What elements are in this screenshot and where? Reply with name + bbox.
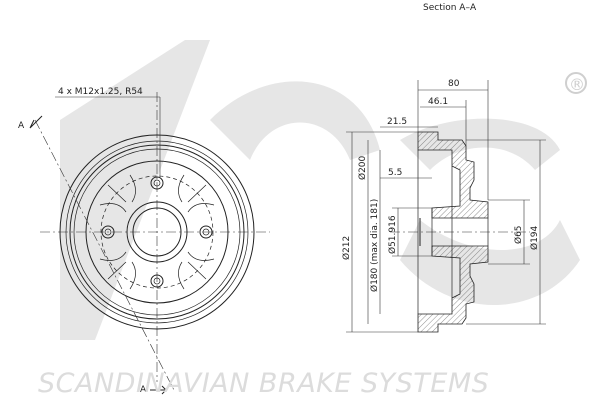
registered-mark: ®	[569, 75, 585, 94]
drum-braking-surface-inner	[73, 148, 241, 316]
section-title: Section A–A	[423, 3, 477, 13]
sbs-logo-watermark: ®	[60, 40, 587, 340]
hub-outer	[126, 201, 188, 263]
drum-ribs	[99, 174, 215, 290]
dim-width-80: 80	[448, 79, 460, 89]
cut-marker-top: A	[18, 121, 25, 131]
dim-dia-65: Ø65	[513, 225, 524, 244]
dim-dia-51: Ø51.916	[387, 215, 398, 254]
section-view: Section A–A	[390, 3, 530, 333]
dim-dia-180: Ø180 (max dia. 181)	[369, 199, 380, 292]
brand-watermark: SCANDINAVIAN BRAKE SYSTEMS	[38, 368, 489, 399]
drum-outer-rim	[59, 134, 255, 330]
front-view: A A 4 x M12x1.25, R54	[18, 87, 270, 395]
dim-dia-200: Ø200	[357, 155, 368, 180]
bolt-hole-bottom	[150, 274, 164, 288]
drum-profile-top	[417, 131, 489, 219]
registered-mark-ring	[565, 72, 587, 94]
cut-arrow-top	[29, 115, 43, 129]
dim-width-21: 21.5	[387, 117, 407, 127]
bolt-hole-right	[199, 225, 213, 239]
bolt-hole-top	[150, 176, 164, 190]
dim-dia-194: Ø194	[529, 225, 540, 250]
drum-flange	[85, 160, 229, 304]
bolt-spec-label: 4 x M12x1.25, R54	[58, 87, 143, 97]
dim-dia-212: Ø212	[341, 236, 352, 260]
section-dimensions: 80 46.1 21.5 5.5 Ø212 Ø200 Ø180 (max dia…	[341, 79, 546, 333]
drum-profile-bottom	[417, 245, 489, 333]
hub-bore	[132, 207, 182, 257]
drum-outer-rim-inner	[65, 140, 249, 324]
dim-width-46: 46.1	[428, 97, 448, 107]
dim-width-5: 5.5	[388, 168, 402, 178]
cut-marker-bottom: A	[140, 385, 147, 395]
drum-braking-surface	[69, 144, 245, 320]
cut-arrow-bottom	[150, 385, 167, 395]
bolt-circle	[100, 175, 214, 289]
section-cut-line	[34, 119, 176, 393]
bolt-hole-left	[101, 225, 115, 239]
